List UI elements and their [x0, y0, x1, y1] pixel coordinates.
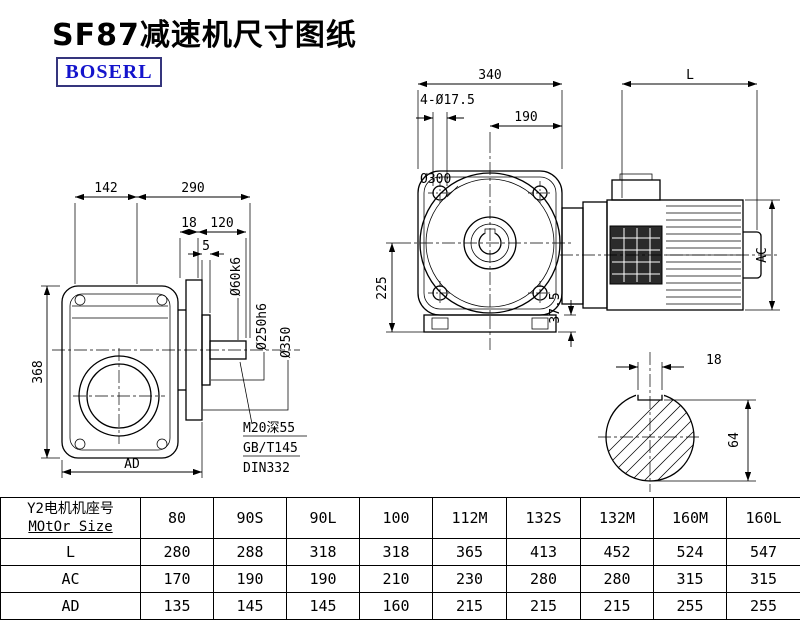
dim-18-label: 18	[181, 216, 197, 231]
table-cell: 365	[432, 538, 507, 566]
gearbox-side-view	[52, 279, 300, 459]
dim-340-label: 340	[478, 68, 501, 83]
table-col-header: 160L	[726, 497, 800, 539]
dim-37-5-label: 37.5	[548, 292, 563, 323]
table-cell: 170	[140, 565, 214, 593]
table-cell: 145	[286, 592, 360, 620]
dim-120-label: 120	[210, 216, 233, 231]
table-cell: 215	[432, 592, 507, 620]
table-cell: 160	[359, 592, 433, 620]
table-row-label: AD	[0, 592, 141, 620]
dim-290-label: 290	[181, 181, 204, 196]
standard-note2-label: DIN332	[243, 461, 290, 476]
table-cell: 524	[653, 538, 727, 566]
table-col-header: 80	[140, 497, 214, 539]
table-row-AC: AC 170 190 190 210 230 280 280 315 315	[0, 565, 800, 593]
dim-142-label: 142	[94, 181, 117, 196]
table-cell: 315	[653, 565, 727, 593]
gearbox-front-view	[398, 140, 572, 350]
section-hatching	[606, 393, 694, 481]
table-header-cn: Y2电机机座号	[27, 501, 114, 517]
motor-size-table: Y2电机机座号 MOtOr Size 80 90S 90L 100 112M 1…	[0, 497, 800, 620]
table-cell: 230	[432, 565, 507, 593]
dim-225-label: 225	[375, 276, 390, 299]
table-cell: 280	[506, 565, 581, 593]
motor-view	[560, 173, 780, 311]
table-header-en: MOtOr Size	[28, 519, 113, 535]
gearbox-side-dimensions: 142 290 18 120 5 368 AD Ø60k6 Ø250h6 Ø35…	[31, 181, 307, 478]
table-cell: 190	[213, 565, 287, 593]
table-cell: 215	[580, 592, 654, 620]
table-cell: 135	[140, 592, 214, 620]
dim-5-label: 5	[202, 239, 210, 254]
table-col-header: 100	[359, 497, 433, 539]
table-cell: 145	[213, 592, 287, 620]
table-cell: 215	[506, 592, 581, 620]
shaft-section-view: 18 64	[598, 352, 756, 492]
table-row-label: L	[0, 538, 141, 566]
table-col-header: 90L	[286, 497, 360, 539]
dim-motor-length-label: L	[686, 68, 694, 83]
tap-note-label: M20深55	[243, 421, 295, 436]
dim-ad-label: AD	[124, 457, 140, 472]
table-cell: 452	[580, 538, 654, 566]
table-cell: 315	[726, 565, 800, 593]
dim-368-label: 368	[31, 360, 46, 383]
technical-drawing: 142 290 18 120 5 368 AD Ø60k6 Ø250h6 Ø35…	[31, 68, 780, 492]
table-cell: 547	[726, 538, 800, 566]
table-cell: 318	[286, 538, 360, 566]
dim-190-label: 190	[514, 110, 537, 125]
standard-note1-label: GB/T145	[243, 441, 298, 456]
table-cell: 190	[286, 565, 360, 593]
dia-spigot-label: Ø250h6	[255, 303, 270, 350]
dim-key-width-label: 18	[706, 353, 722, 368]
table-row-L: L 280 288 318 318 365 413 452 524 547	[0, 538, 800, 566]
table-row-AD: AD 135 145 145 160 215 215 215 255 255	[0, 592, 800, 620]
bolt-holes-label: 4-Ø17.5	[420, 93, 475, 108]
table-col-header: 160M	[653, 497, 727, 539]
dim-64-label: 64	[727, 432, 742, 448]
table-header-motor-size: Y2电机机座号 MOtOr Size	[0, 497, 141, 539]
table-cell: 288	[213, 538, 287, 566]
table-cell: 318	[359, 538, 433, 566]
table-cell: 280	[140, 538, 214, 566]
dia-300-label: Ø300	[420, 172, 451, 187]
brand-logo: BOSERL	[56, 57, 162, 87]
front-view-dimensions: 340 L 190 4-Ø17.5 Ø300 225 37.5 AC	[375, 68, 780, 347]
dia-flange-label: Ø350	[279, 327, 294, 358]
table-cell: 413	[506, 538, 581, 566]
dim-ac-label: AC	[755, 247, 770, 263]
table-row-label: AC	[0, 565, 141, 593]
table-cell: 280	[580, 565, 654, 593]
table-col-header: 132M	[580, 497, 654, 539]
table-cell: 210	[359, 565, 433, 593]
table-cell: 255	[726, 592, 800, 620]
table-col-header: 132S	[506, 497, 581, 539]
dia-shaft-label: Ø60k6	[229, 257, 244, 296]
table-col-header: 90S	[213, 497, 287, 539]
table-cell: 255	[653, 592, 727, 620]
table-col-header: 112M	[432, 497, 507, 539]
page-title: SF87减速机尺寸图纸	[52, 18, 357, 53]
